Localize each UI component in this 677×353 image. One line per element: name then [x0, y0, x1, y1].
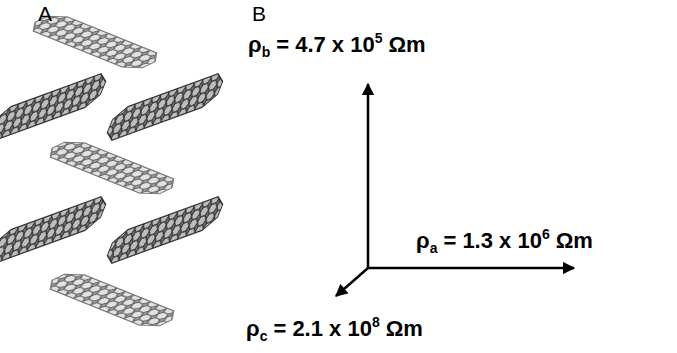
axis-subscript: c	[260, 328, 268, 344]
panel-letter: B	[252, 2, 266, 26]
label-text: A	[38, 2, 52, 25]
label-text: = 4.7 x 10	[276, 32, 374, 57]
molecular-stack	[0, 4, 234, 338]
label-text: = 1.3 x 10	[443, 228, 541, 253]
sheet-outline	[43, 137, 181, 199]
graphene-sheet	[43, 130, 181, 206]
axis-subscript: b	[262, 44, 271, 60]
label-text: Ωm	[386, 316, 423, 341]
resistivity-label: ρb = 4.7 x 105 Ωm	[248, 30, 426, 60]
sheet-outline	[105, 71, 226, 143]
label-text: Ωm	[556, 228, 593, 253]
c-axis-arrow	[336, 268, 368, 296]
label-text: = 2.1 x 10	[273, 316, 371, 341]
resistivity-label: ρa = 1.3 x 106 Ωm	[416, 226, 593, 256]
axis-subscript: a	[430, 240, 438, 256]
graphene-sheet	[0, 194, 117, 266]
label-text: ρ	[246, 316, 260, 341]
sheet-outline	[0, 71, 108, 143]
graphene-sheet	[43, 262, 181, 338]
exponent: 6	[542, 226, 550, 242]
b-axis-arrow	[367, 84, 370, 268]
graphene-sheet	[96, 71, 235, 143]
axes	[336, 84, 574, 296]
a-axis-arrow	[368, 267, 574, 270]
resistivity-label: ρc = 2.1 x 108 Ωm	[246, 314, 423, 344]
label-text: ρ	[248, 32, 262, 57]
sheet-outline	[105, 194, 226, 266]
panel-letter: A	[38, 2, 52, 26]
exponent: 5	[375, 30, 383, 46]
label-text: Ωm	[388, 32, 425, 57]
graphene-sheet	[96, 194, 235, 266]
exponent: 8	[372, 314, 380, 330]
sheet-outline	[43, 269, 181, 331]
graphene-sheet	[0, 71, 117, 143]
label-text: ρ	[416, 228, 430, 253]
label-text: B	[252, 2, 266, 25]
sheet-outline	[0, 194, 108, 266]
